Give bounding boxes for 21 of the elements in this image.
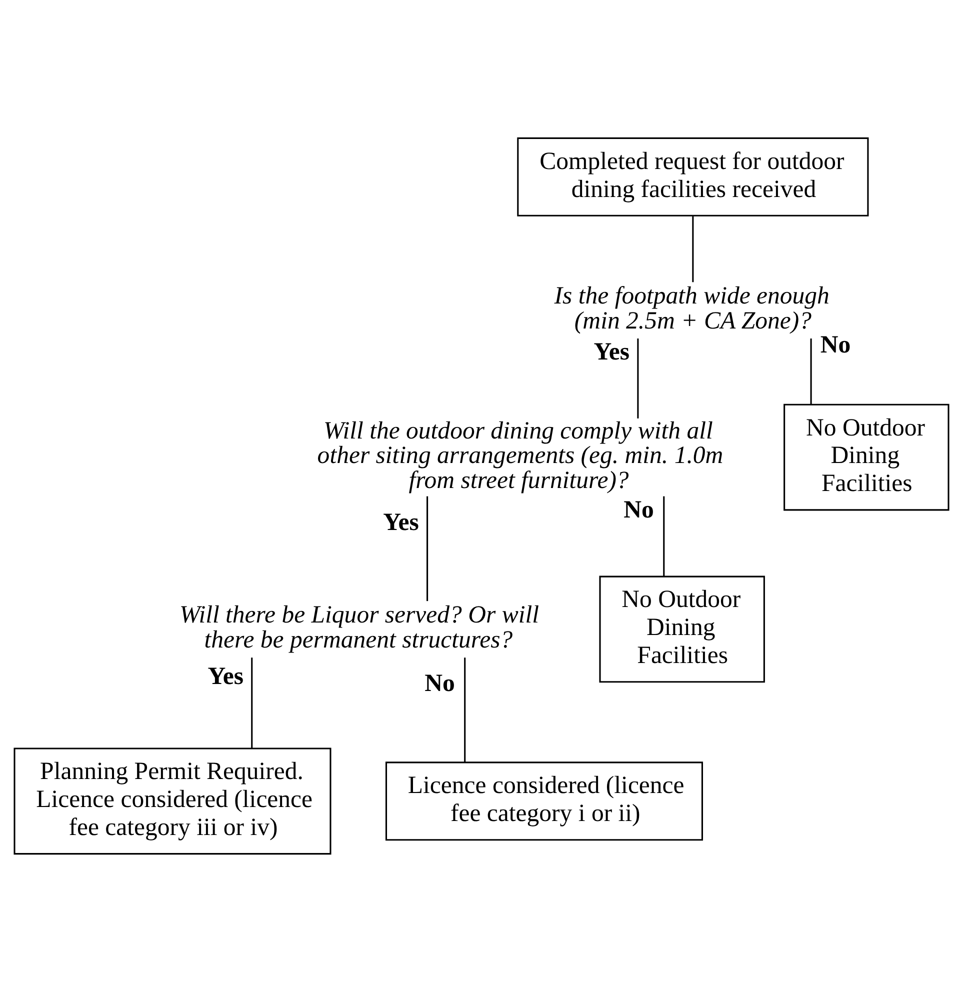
connector — [637, 338, 639, 418]
edge-label: No — [624, 496, 654, 524]
node-box: Planning Permit Required. Licence considered (licence fee category iii or iv) — [14, 748, 332, 855]
node-text: Will the outdoor dining comply with all other siting arrangements (eg. min. 1.0m from street furniture)? — [317, 417, 724, 494]
connector — [692, 216, 694, 282]
node-box: Licence considered (licence fee category i or ii) — [385, 762, 703, 841]
node-text: Will there be Liquor served? Or will there be permanent structures? — [179, 602, 540, 654]
edge-label: Yes — [208, 663, 244, 690]
edge-label: Yes — [383, 508, 419, 536]
node-text: Is the footpath wide enough (min 2.5m + CA Zone)? — [554, 282, 830, 334]
connector — [810, 338, 812, 405]
node-box: Completed request for outdoor dining facilities received — [517, 137, 869, 216]
connector — [426, 496, 428, 602]
node-box: No Outdoor Dining Facilities — [599, 576, 765, 683]
edge-label: No — [424, 670, 455, 698]
connector — [464, 658, 466, 762]
node-box: No Outdoor Dining Facilities — [784, 404, 950, 511]
connector — [251, 658, 253, 748]
edge-label: Yes — [594, 338, 630, 366]
connector — [663, 496, 665, 576]
edge-label: No — [820, 332, 851, 359]
